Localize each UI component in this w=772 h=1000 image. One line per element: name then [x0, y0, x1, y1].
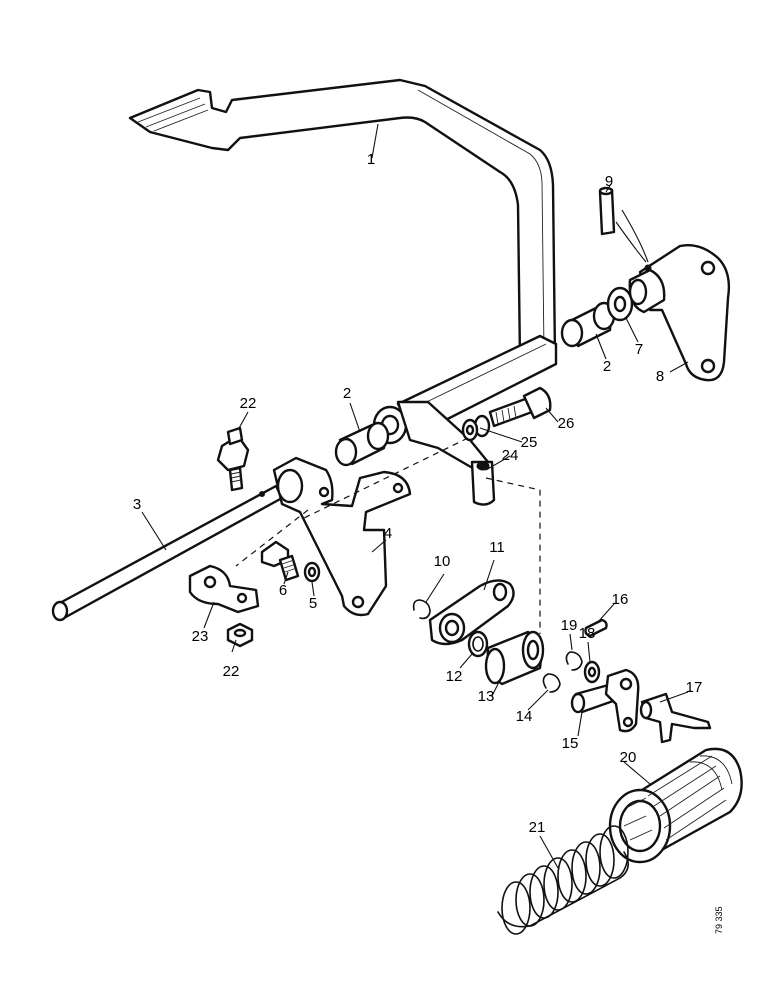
splined-sleeve-part: [608, 747, 743, 864]
shaft-part-15: [570, 668, 640, 733]
shaft-bracket-part: [272, 456, 412, 617]
clamp-part: [188, 564, 260, 614]
washer-part-7: [606, 286, 634, 322]
switch-part: [216, 426, 250, 492]
fork-part: [639, 692, 712, 744]
bolt-part-6: [260, 540, 300, 582]
pedal-arm-part: [128, 78, 558, 438]
callout-labels: 1 2 2 3 4 5 6 7 8 9 10 11 12 13 14 15 16…: [133, 151, 703, 836]
callout-8: 8: [656, 368, 664, 385]
washer-part-5: [303, 561, 321, 583]
callout-15: 15: [562, 735, 579, 752]
circlip-part-10: [412, 599, 431, 620]
bush-part-right: [560, 301, 616, 348]
circlip-part-19: [565, 651, 583, 671]
mounting-bracket-part: [628, 244, 731, 382]
callout-9: 9: [605, 173, 613, 190]
bush-part-left: [334, 421, 390, 467]
callout-22-top: 22: [240, 395, 257, 412]
callout-10: 10: [434, 553, 451, 570]
callout-26: 26: [558, 415, 575, 432]
washer-part-18: [583, 660, 601, 684]
circlip-part-14: [542, 673, 561, 693]
callout-3: 3: [133, 496, 141, 513]
callout-13: 13: [478, 688, 495, 705]
callout-24: 24: [502, 447, 519, 464]
assembly-lines: [235, 437, 541, 634]
callout-23: 23: [192, 628, 209, 645]
key-part: [584, 618, 608, 638]
callout-6: 6: [279, 582, 287, 599]
bush-part-13: [484, 630, 545, 686]
callout-2-left: 2: [343, 385, 351, 402]
callout-2-right: 2: [603, 358, 611, 375]
callout-14: 14: [516, 708, 533, 725]
roll-pin-part: [598, 186, 649, 263]
callout-18: 18: [579, 625, 596, 642]
callout-17: 17: [686, 679, 703, 696]
leader-lines: [141, 123, 689, 869]
callout-4: 4: [384, 525, 392, 542]
bolt-part-26: [488, 386, 552, 428]
spring-part: [497, 825, 629, 935]
callout-7: 7: [635, 341, 643, 358]
callout-11: 11: [489, 539, 505, 556]
washer-part-25: [461, 414, 491, 442]
callout-16: 16: [612, 591, 629, 608]
callout-12: 12: [446, 668, 463, 685]
nut-part: [226, 622, 254, 648]
figure-reference-code: 79 335: [714, 906, 724, 934]
callout-20: 20: [620, 749, 637, 766]
callout-25: 25: [521, 434, 538, 451]
callout-21: 21: [529, 819, 546, 836]
callout-5: 5: [309, 595, 317, 612]
lever-part-11: [428, 579, 515, 646]
o-ring-part: [467, 630, 489, 658]
callout-1: 1: [367, 151, 375, 168]
callout-22-bottom: 22: [223, 663, 240, 680]
callout-19: 19: [561, 617, 578, 634]
